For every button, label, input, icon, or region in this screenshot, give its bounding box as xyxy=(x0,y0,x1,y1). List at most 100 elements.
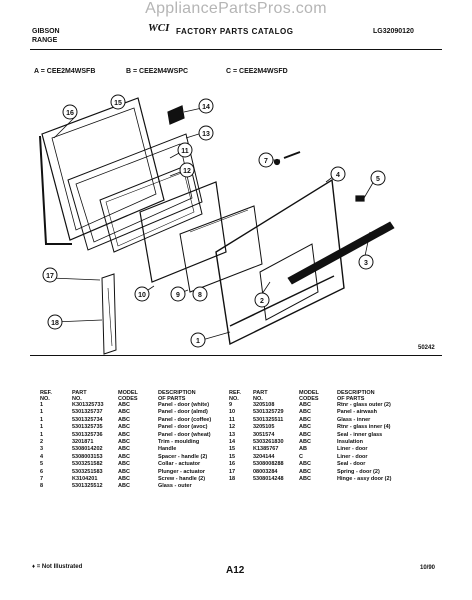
callout-3: 3 xyxy=(364,260,368,267)
catalog-title: FACTORY PARTS CATALOG xyxy=(176,27,294,36)
cell-codes: ABC xyxy=(118,402,130,408)
wci-logo: WCI xyxy=(148,22,170,34)
cell-ref: 1 xyxy=(40,402,44,408)
cell-part: 08003284 xyxy=(253,468,278,475)
cell-codes: ABC xyxy=(118,416,130,423)
cell-ref: 12 xyxy=(229,424,236,431)
cell-part: 5301325736 xyxy=(72,431,103,438)
cell-desc: Rtnr - glass inner (4) xyxy=(337,424,391,431)
cell-part: 5301325511 xyxy=(253,416,284,423)
print-date: 10/90 xyxy=(420,565,436,571)
model-b: B = CEE2M4WSPC xyxy=(126,68,189,75)
door-liner-shape xyxy=(41,97,165,241)
cell-codes: ABC xyxy=(118,431,130,438)
callout-15: 15 xyxy=(114,100,122,107)
cell-part: 5301325512 xyxy=(72,483,103,490)
cell-desc: Spacer - handle (2) xyxy=(158,453,208,460)
cell-codes: ABC xyxy=(118,461,130,468)
cell-codes: ABC xyxy=(299,431,311,438)
cell-desc: Panel - door (wheat) xyxy=(158,431,211,438)
cell-ref: 4 xyxy=(40,453,44,460)
cell-codes: ABC xyxy=(299,461,311,468)
cell-codes: ABC xyxy=(118,453,130,460)
callout-14: 14 xyxy=(202,104,210,111)
cell-ref: 11 xyxy=(229,416,235,423)
callout-11: 11 xyxy=(181,148,189,155)
callout-10: 10 xyxy=(138,292,146,299)
cell-part: 3205108 xyxy=(253,402,275,408)
cell-desc: Spring - door (2) xyxy=(337,468,380,475)
cell-codes: ABC xyxy=(299,424,311,431)
cell-part: 5308014248 xyxy=(253,476,284,483)
cell-desc: Liner - door xyxy=(337,453,368,460)
callout-2: 2 xyxy=(260,298,264,305)
cell-ref: 5 xyxy=(40,461,44,468)
callout-9: 9 xyxy=(176,292,180,299)
cell-part: K3104201 xyxy=(72,476,98,483)
cell-part: 5301325737 xyxy=(72,409,103,416)
cell-part: 5301325735 xyxy=(72,424,103,431)
table-row: 4 5308003153 ABC Spacer - handle (2) xyxy=(40,454,211,461)
cell-codes: ABC xyxy=(118,476,130,483)
col-ref: REF.NO. xyxy=(40,390,52,402)
cell-desc: Collar - actuator xyxy=(158,461,201,468)
cell-desc: Plunger - actuator xyxy=(158,468,206,475)
cell-ref: 1 xyxy=(40,424,44,431)
publication-number: LG32090120 xyxy=(373,28,414,35)
cell-codes: ABC xyxy=(299,409,311,416)
cell-part: 3204144 xyxy=(253,453,275,460)
cell-part: 3051574 xyxy=(253,431,275,438)
cell-desc: Hinge - assy door (2) xyxy=(337,476,392,483)
cell-ref: 15 xyxy=(229,446,236,453)
callout-13: 13 xyxy=(202,131,210,138)
callout-18: 18 xyxy=(51,320,59,327)
cell-part: 5301325734 xyxy=(72,416,103,423)
brand-name: GIBSON xyxy=(32,28,60,35)
cell-codes: ABC xyxy=(299,468,311,475)
cell-desc: Panel - door (white) xyxy=(158,402,210,408)
header-divider xyxy=(30,49,442,50)
cell-codes: ABC xyxy=(299,416,311,423)
cell-part: 5308003153 xyxy=(72,453,103,460)
cell-codes: ABC xyxy=(118,446,130,453)
cell-codes: C xyxy=(299,453,303,460)
diagram-reference: 50242 xyxy=(418,345,435,351)
callout-7: 7 xyxy=(264,158,268,165)
cell-ref: 15 xyxy=(229,453,236,460)
footnote: ♦ = Not Illustrated xyxy=(32,564,83,570)
cell-part: 5308008288 xyxy=(253,461,284,468)
cell-ref: 17 xyxy=(229,468,236,475)
cell-desc: Seal - door xyxy=(337,461,366,468)
cell-codes: ABC xyxy=(118,468,130,475)
cell-part: 5301325729 xyxy=(253,409,284,416)
cell-codes: AB xyxy=(299,446,307,453)
cell-desc: Panel - door (almd) xyxy=(158,409,208,416)
callout-12: 12 xyxy=(183,168,191,175)
callout-17: 17 xyxy=(46,273,54,280)
callout-1: 1 xyxy=(196,338,200,345)
cell-desc: Insulation xyxy=(337,439,363,446)
